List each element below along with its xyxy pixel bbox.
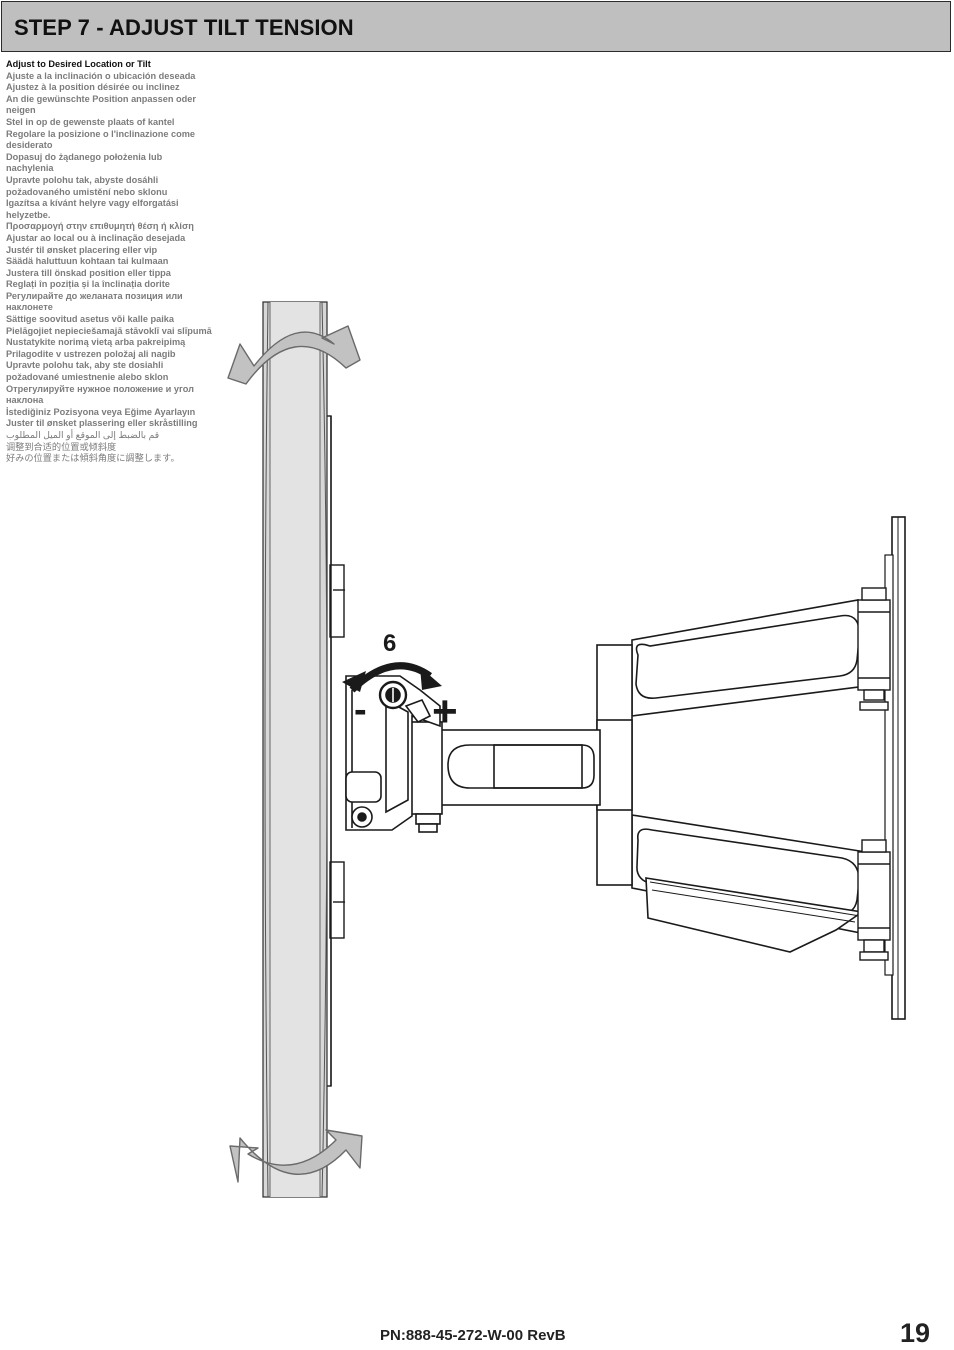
- instruction-line: Отрегулируйте нужное положение и угол на…: [6, 383, 194, 406]
- instruction-line: Igazítsa a kívánt helyre vagy elforgatás…: [6, 198, 179, 220]
- upper-arm: [631, 599, 867, 717]
- instruction-line: Upravte polohu tak, aby ste dosiahli pož…: [6, 360, 169, 383]
- instruction-line: Regolare la posizione o l'inclinazione c…: [6, 128, 196, 151]
- page-number: 19: [900, 1318, 931, 1348]
- multilingual-instructions: Adjust to Desired Location or Tilt Ajust…: [6, 59, 212, 465]
- instruction-line: Dopasuj do żądanego położenia lub nachyl…: [6, 151, 163, 174]
- instruction-line: Upravte polohu tak, abyste dosáhli požad…: [6, 174, 168, 197]
- instruction-line: Προσαρμογή στην επιθυμητή θέση ή κλίση: [6, 221, 194, 232]
- instruction-line: Регулирайте до желаната позиция или накл…: [6, 290, 183, 313]
- tv-panel: [262, 301, 328, 1198]
- instruction-line: Ajustez à la position désirée ou incline…: [6, 82, 180, 93]
- step-header-bar: STEP 7 - ADJUST TILT TENSION: [1, 1, 951, 52]
- decrease-tension-symbol: -: [354, 689, 367, 731]
- instruction-line: Justera till önskad position eller tippa: [6, 267, 171, 278]
- instruction-line: Pielāgojiet nepieciešamajā stāvoklī vai …: [6, 325, 212, 336]
- step-number-label: 6: [383, 630, 396, 657]
- tilt-rotation-arrow-bottom-icon: [229, 1129, 363, 1183]
- instruction-line: İstediğiniz Pozisyona veya Eğime Ayarlay…: [6, 406, 196, 417]
- instruction-line: Justér til ønsket placering eller vip: [6, 244, 158, 255]
- instruction-line: Stel in op de gewenste plaats of kantel: [6, 116, 175, 127]
- instruction-line: Sättige soovitud asetus või kalle paika: [6, 314, 174, 325]
- increase-tension-symbol: +: [432, 687, 458, 736]
- instruction-line: Säädä haluttuun kohtaan tai kulmaan: [6, 256, 169, 267]
- instruction-line: Reglați în poziția și la înclinația dori…: [6, 279, 170, 290]
- instruction-line: An die gewünschte Position anpassen oder…: [6, 93, 196, 116]
- instruction-line: Prilagodite v ustrezen položaj ali nagib: [6, 348, 176, 359]
- tension-adjust-arrow-icon: [342, 662, 442, 693]
- instruction-line: Juster til ønsket plassering eller skrås…: [6, 418, 198, 429]
- part-number: PN:888-45-272-W-00 RevB: [380, 1327, 566, 1344]
- short-arm: [409, 721, 601, 833]
- instruction-line: Adjust to Desired Location or Tilt: [6, 59, 151, 69]
- hinge-posts: [857, 587, 891, 961]
- lower-arm: [631, 814, 867, 953]
- step-title: STEP 7 - ADJUST TILT TENSION: [14, 15, 354, 40]
- tilt-head-bracket: [345, 675, 441, 831]
- tilt-rotation-arrow-top-icon: [227, 325, 361, 385]
- instruction-line: Ajustar ao local ou à inclinação desejad…: [6, 232, 186, 243]
- instruction-line: Ajuste a la inclinación o ubicación dese…: [6, 70, 196, 81]
- instruction-line: قم بالضبط إلى الموقع أو الميل المطلوب: [6, 430, 160, 440]
- instruction-line: Nustatykite norimą vietą arba pakreipimą: [6, 337, 186, 348]
- wall-plate: [884, 516, 906, 1020]
- center-hub: [596, 644, 633, 886]
- instruction-line: 好みの位置または傾斜角度に調整します。: [6, 453, 180, 464]
- instruction-line: 调整到合适的位置或倾斜度: [6, 441, 117, 452]
